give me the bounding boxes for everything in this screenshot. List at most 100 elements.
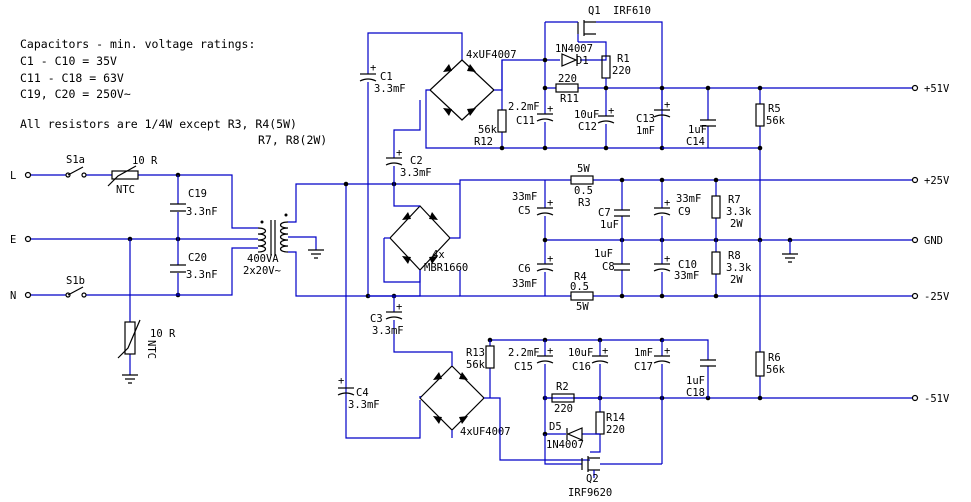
c15-label: C15 [514, 361, 533, 373]
c9-label: C9 [678, 206, 691, 218]
c14-value: 1uF [688, 124, 707, 136]
bridge-rectifier-bottom: 4xUF4007 [419, 339, 662, 461]
q2-label: Q2 [586, 473, 599, 485]
capacitor-c12: + 10uF C12 [574, 88, 614, 148]
input-label-n: N [10, 290, 16, 302]
terminal-plus25 [911, 176, 919, 184]
capacitor-c7: C7 1uF [598, 180, 630, 296]
ntc-thermistor-bottom: NTC 10 R [117, 319, 176, 359]
r2-value: 220 [554, 403, 573, 415]
r3-value2: 0.5 [574, 185, 593, 197]
c20-label: C20 [188, 252, 207, 264]
r5-value: 56k [766, 115, 786, 127]
capacitor-c19: C19 3.3nF [170, 188, 218, 218]
output-label-gnd: GND [924, 235, 943, 247]
d5-part: 1N4007 [546, 439, 584, 451]
resistor-r14: R14 220 [595, 398, 625, 442]
r8-power: 2W [730, 274, 743, 286]
c8-value: 1uF [594, 248, 613, 260]
svg-text:+: + [396, 147, 402, 159]
ground-symbol-transformer [308, 249, 324, 259]
r8-label: R8 [728, 250, 741, 262]
c17-value: 1mF [634, 347, 653, 359]
r13-value: 56k [466, 359, 486, 371]
ground-symbol-mains [122, 374, 138, 384]
r7-power: 2W [730, 218, 743, 230]
r12-label: R12 [474, 136, 493, 148]
switch-s1a: S1a [65, 154, 87, 178]
capacitor-c1: + C1 3.3mF [359, 32, 463, 184]
resistor-r2: R2 220 [545, 381, 600, 415]
note-line-2: C1 - C10 = 35V [20, 54, 117, 68]
ground-symbol-output [782, 253, 798, 263]
c5-label: C5 [518, 205, 531, 217]
resistor-r11: 220 R11 [545, 73, 606, 105]
r3-label: R3 [578, 197, 591, 209]
c1-label: C1 [380, 71, 393, 83]
resistor-r5: R5 56k [755, 88, 786, 240]
capacitor-c2: + C2 3.3mF [385, 100, 432, 184]
capacitor-c17: + 1mF C17 [634, 340, 670, 464]
resistor-r6: R6 56k [755, 351, 786, 377]
bridge-mid-count: 4x [432, 249, 445, 261]
q1-label: Q1 [588, 5, 601, 17]
c13-value: 1mF [636, 125, 655, 137]
d1-label: D1 [576, 55, 589, 67]
c20-value: 3.3nF [186, 269, 218, 281]
note-line-4: C19, C20 = 250V~ [20, 87, 131, 101]
c17-label: C17 [634, 361, 653, 373]
bridge-bot-label: 4xUF4007 [460, 426, 511, 438]
terminal-l [24, 171, 32, 179]
c12-value: 10uF [574, 109, 599, 121]
bridge-mid-part: MBR1660 [424, 262, 468, 274]
capacitor-c3: + C3 3.3mF [370, 296, 430, 353]
positive-high-regulator: Q1 IRF610 1N4007 D1 R1 220 220 R11 [474, 5, 912, 240]
svg-text:+: + [664, 197, 670, 209]
r4-label: R4 [574, 271, 587, 283]
svg-text:+: + [370, 62, 376, 74]
resistor-r4: R4 0.5 5W [570, 271, 594, 313]
low-voltage-section: 5W 0.5 R3 R4 0.5 5W + 33mF C5 [512, 163, 912, 313]
terminal-gnd [911, 236, 919, 244]
diode-d1: 1N4007 D1 [555, 43, 593, 67]
svg-text:+: + [338, 375, 344, 387]
r6-value: 56k [766, 364, 786, 376]
c7-value: 1uF [600, 219, 619, 231]
c15-value: 2.2mF [508, 347, 540, 359]
c18-value: 1uF [686, 375, 705, 387]
svg-text:+: + [396, 301, 402, 313]
switch-s1b: S1b [65, 275, 87, 298]
r1-value: 220 [612, 65, 631, 77]
output-label-minus51: -51V [924, 393, 950, 405]
r4-value: 0.5 [570, 281, 589, 293]
r14-label: R14 [606, 412, 625, 424]
c4-value: 3.3mF [348, 399, 380, 411]
d1-part: 1N4007 [555, 43, 593, 55]
c11-value: 2.2mF [508, 101, 540, 113]
c10-label: C10 [678, 259, 697, 271]
c5-value: 33mF [512, 191, 537, 203]
terminal-minus51 [911, 394, 919, 402]
output-label-plus51: +51V [924, 83, 950, 95]
c12-label: C12 [578, 121, 597, 133]
mosfet-q1: Q1 IRF610 [545, 5, 663, 148]
svg-text:+: + [602, 345, 608, 357]
mains-input: L E N S1a 10 R NTC [10, 154, 258, 384]
ntc-bottom-value: 10 R [150, 328, 176, 340]
r13-label: R13 [466, 347, 485, 359]
c4-label: C4 [356, 387, 369, 399]
r7-value: 3.3k [726, 206, 752, 218]
r8-value: 3.3k [726, 262, 752, 274]
capacitor-c10: + C10 33mF [653, 253, 699, 282]
bridge-top-label: 4xUF4007 [466, 49, 517, 61]
resistor-r7: R7 3.3k 2W [711, 180, 752, 296]
r4-value2: 5W [576, 301, 589, 313]
resistor-r12: 56k R12 [474, 60, 507, 148]
ntc-top-value: 10 R [132, 155, 158, 167]
capacitor-c9: + 33mF C9 [653, 180, 701, 296]
transformer-secondary: 2x20V~ [243, 265, 281, 277]
switch-s1b-label: S1b [66, 275, 85, 287]
svg-text:+: + [664, 99, 670, 111]
c10-value: 33mF [674, 270, 699, 282]
note-line-5: All resistors are 1/4W except R3, R4(5W) [20, 117, 297, 131]
